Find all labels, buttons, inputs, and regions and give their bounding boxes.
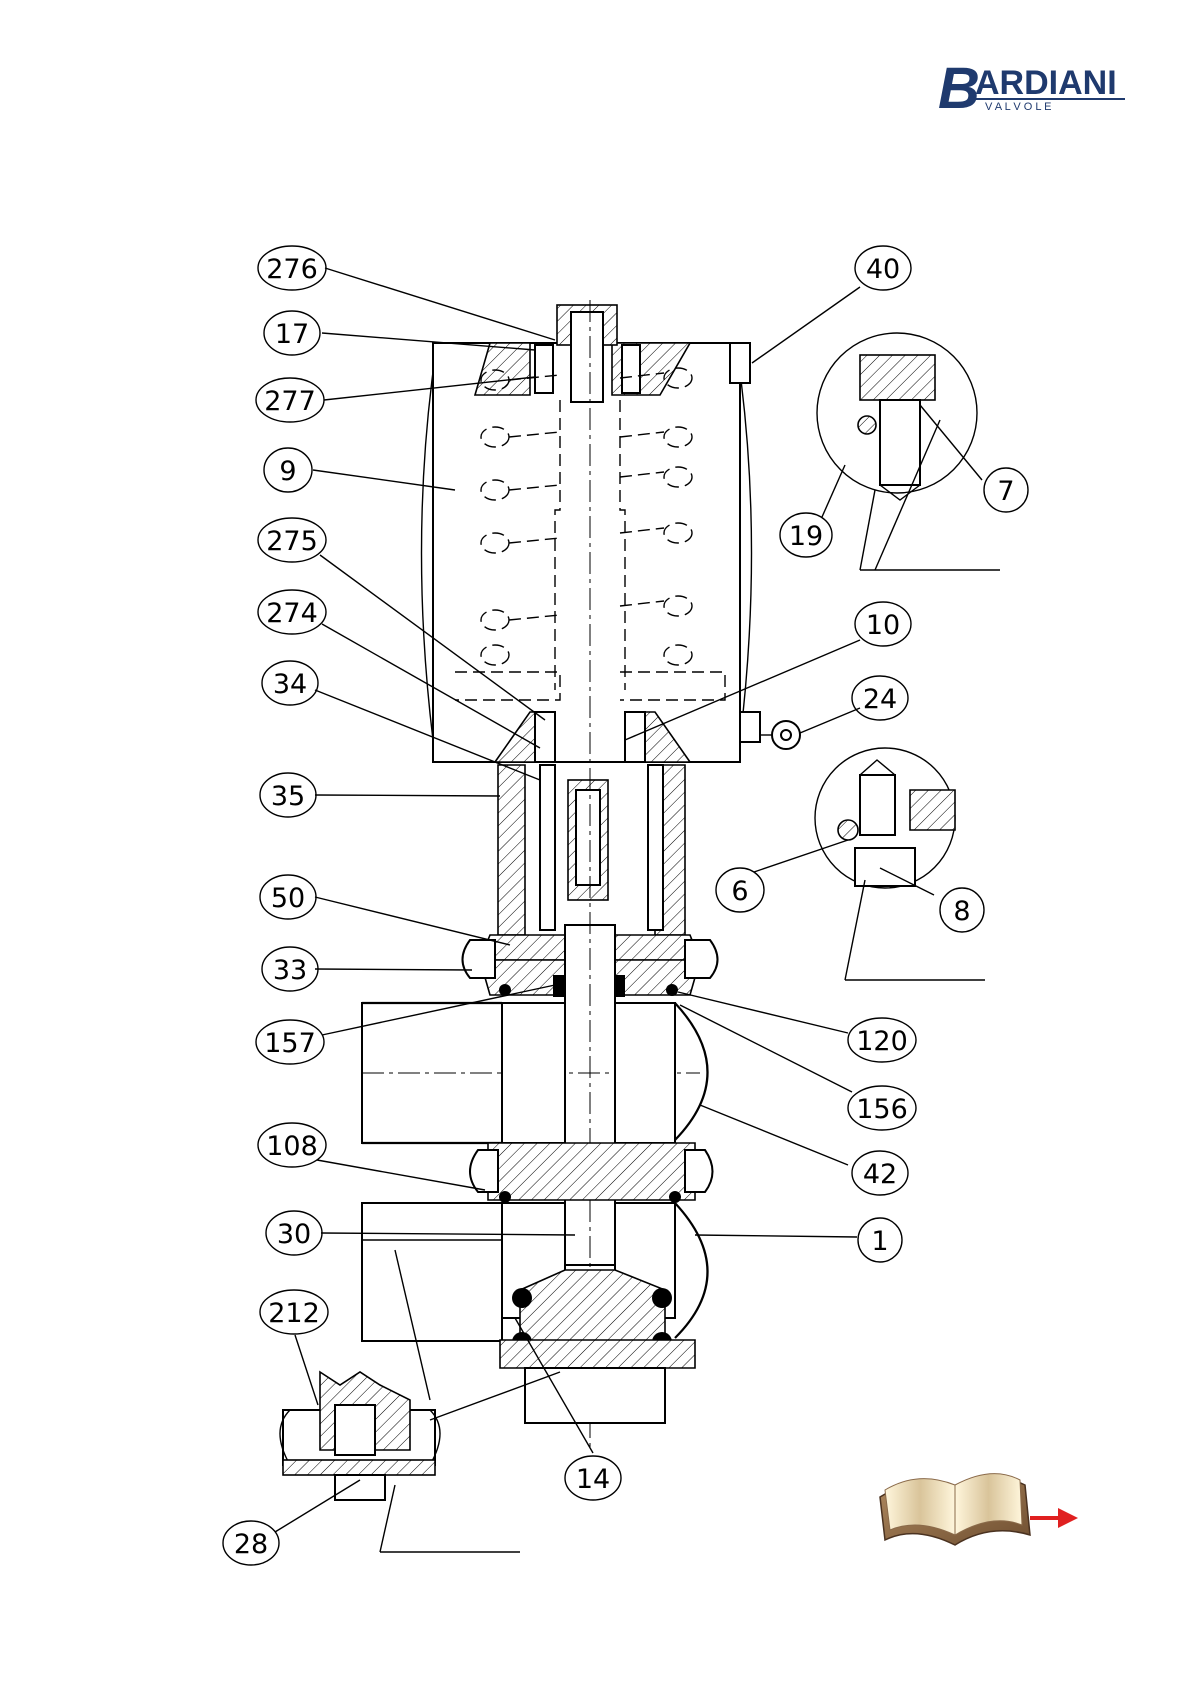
lower-body xyxy=(362,1203,708,1423)
callout-34: 34 xyxy=(262,661,318,705)
callout-35-label: 35 xyxy=(271,781,305,812)
callout-1-label: 1 xyxy=(871,1226,888,1257)
callout-40: 40 xyxy=(855,246,911,290)
callout-274: 274 xyxy=(258,590,326,634)
callout-8-label: 8 xyxy=(953,896,970,927)
callout-9: 9 xyxy=(264,448,312,492)
upper-body xyxy=(362,1003,713,1203)
callout-157: 157 xyxy=(256,1020,324,1064)
callout-19: 19 xyxy=(780,513,832,557)
callout-50-label: 50 xyxy=(271,883,305,914)
callout-50: 50 xyxy=(260,875,316,919)
callout-156-label: 156 xyxy=(856,1094,908,1125)
open-book-icon[interactable] xyxy=(880,1474,1030,1545)
callout-30-label: 30 xyxy=(277,1219,311,1250)
callout-40-label: 40 xyxy=(866,254,900,285)
callout-9-label: 9 xyxy=(279,456,296,487)
red-arrow-right-icon[interactable] xyxy=(1030,1508,1078,1528)
callout-34-label: 34 xyxy=(273,669,307,700)
brand-logo-name: ARDIANI xyxy=(975,64,1117,102)
callout-17: 17 xyxy=(264,311,320,355)
callout-30: 30 xyxy=(266,1211,322,1255)
callout-277-label: 277 xyxy=(264,386,316,417)
callout-277: 277 xyxy=(256,378,324,422)
callout-212-label: 212 xyxy=(268,1298,320,1329)
callout-28: 28 xyxy=(223,1521,279,1565)
detail-view-upper xyxy=(817,333,1000,570)
callout-275: 275 xyxy=(258,518,326,562)
callout-19-label: 19 xyxy=(789,521,823,552)
detail-view-lower xyxy=(815,748,985,980)
callout-6: 6 xyxy=(716,868,764,912)
callout-7: 7 xyxy=(984,468,1028,512)
callout-14-label: 14 xyxy=(576,1464,610,1495)
brand-logo-letter: B xyxy=(938,56,980,121)
callout-7-label: 7 xyxy=(997,476,1014,507)
callout-276: 276 xyxy=(258,246,326,290)
callout-120-label: 120 xyxy=(856,1026,908,1057)
callout-1: 1 xyxy=(858,1218,902,1262)
callout-157-label: 157 xyxy=(264,1028,316,1059)
callout-24-label: 24 xyxy=(863,684,897,715)
callout-10-label: 10 xyxy=(866,610,900,641)
callout-28-label: 28 xyxy=(234,1529,268,1560)
callout-33: 33 xyxy=(262,947,318,991)
callout-6-label: 6 xyxy=(731,876,748,907)
callout-10: 10 xyxy=(855,602,911,646)
callout-35: 35 xyxy=(260,773,316,817)
callout-17-label: 17 xyxy=(275,319,309,350)
callout-14: 14 xyxy=(565,1456,621,1500)
callout-212: 212 xyxy=(260,1290,328,1334)
callout-108-label: 108 xyxy=(266,1131,318,1162)
callout-24: 24 xyxy=(852,676,908,720)
callout-156: 156 xyxy=(848,1086,916,1130)
callout-42: 42 xyxy=(852,1151,908,1195)
callout-8: 8 xyxy=(940,888,984,932)
callout-33-label: 33 xyxy=(273,955,307,986)
callout-276-label: 276 xyxy=(266,254,318,285)
callout-274-label: 274 xyxy=(266,598,318,629)
callout-42-label: 42 xyxy=(863,1159,897,1190)
actuator xyxy=(422,305,801,762)
brand-logo: B ARDIANI V A L V O L E xyxy=(938,56,1125,121)
callout-275-label: 275 xyxy=(266,526,318,557)
brand-logo-sub: V A L V O L E xyxy=(985,101,1051,113)
callout-108: 108 xyxy=(258,1123,326,1167)
callout-120: 120 xyxy=(848,1018,916,1062)
